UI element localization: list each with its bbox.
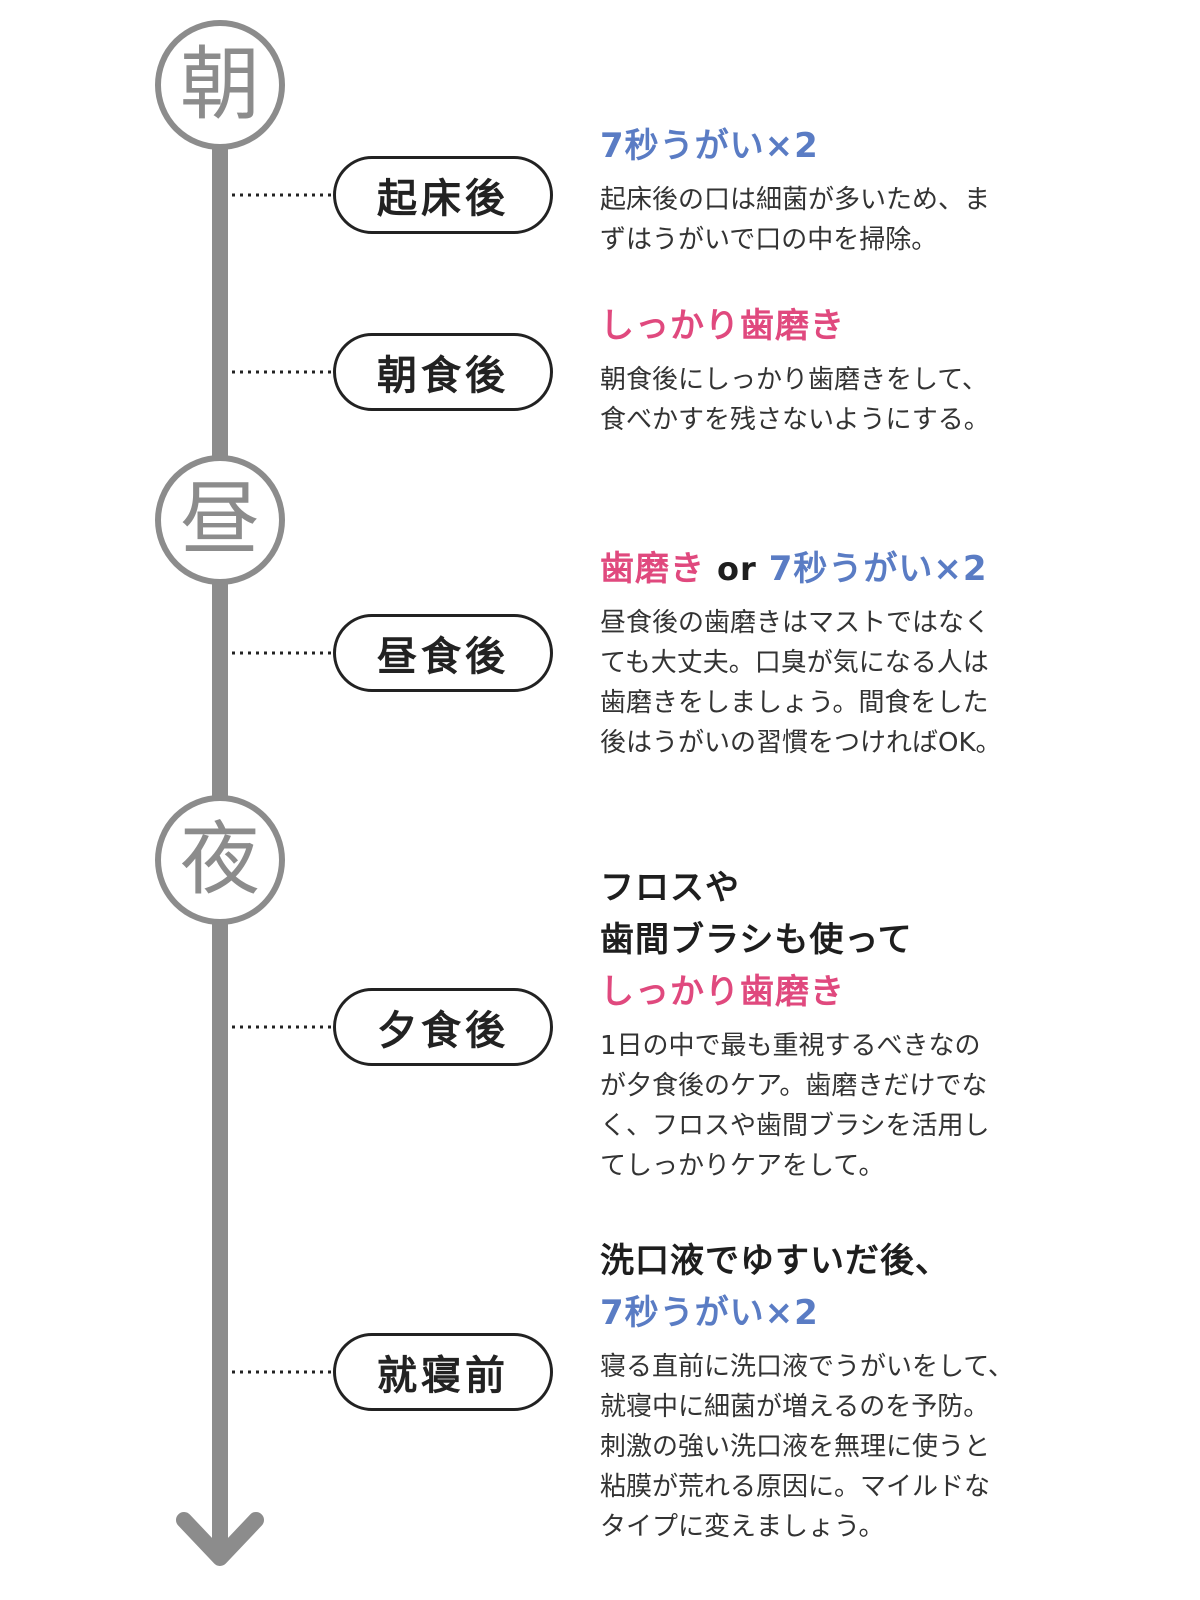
- entry-description: 1日の中で最も重視するべきなの が夕食後のケア。歯磨きだけでな く、フロスや歯間…: [600, 1031, 990, 1181]
- heading-line: 歯磨き or 7秒うがい×2: [600, 543, 1040, 595]
- heading-line: 7秒うがい×2: [600, 1287, 1040, 1339]
- entry-heading: フロスや歯間ブラシも使ってしっかり歯磨き: [600, 862, 1040, 1018]
- event-label-lunch: 昼食後: [377, 634, 509, 680]
- event-label-bedtime: 就寝前: [377, 1353, 509, 1399]
- heading-segment: or: [717, 550, 757, 588]
- heading-segment: 洗口液でゆすいだ後、: [600, 1241, 950, 1281]
- entry-heading: 7秒うがい×2: [600, 120, 1040, 172]
- heading-line: 歯間ブラシも使って: [600, 914, 1040, 966]
- entry-wake: 7秒うがい×2 起床後の口は細菌が多いため、ま ずはうがいで口の中を掃除。: [600, 120, 1040, 260]
- heading-segment: フロスや: [600, 868, 740, 908]
- heading-line: 7秒うがい×2: [600, 120, 1040, 172]
- entry-description: 起床後の口は細菌が多いため、ま ずはうがいで口の中を掃除。: [600, 185, 991, 255]
- heading-segment: しっかり歯磨き: [600, 972, 845, 1012]
- event-pill-lunch: 昼食後: [333, 614, 553, 692]
- period-night-circle: 夜: [155, 795, 285, 925]
- event-pill-wake: 起床後: [333, 156, 553, 234]
- entry-description: 寝る直前に洗口液でうがいをして、 就寝中に細菌が増えるのを予防。 刺激の強い洗口…: [600, 1352, 1014, 1542]
- period-noon-circle: 昼: [155, 455, 285, 585]
- entry-description: 朝食後にしっかり歯磨きをして、 食べかすを残さないようにする。: [600, 365, 990, 435]
- entry-heading: 洗口液でゆすいだ後、 7秒うがい×2: [600, 1235, 1040, 1339]
- heading-line: しっかり歯磨き: [600, 300, 1040, 352]
- entry-description: 昼食後の歯磨きはマストではなく ても大丈夫。口臭が気になる人は 歯磨きをしましょ…: [600, 608, 1002, 758]
- heading-segment: しっかり歯磨き: [600, 306, 845, 346]
- heading-segment: 歯磨き: [600, 549, 705, 589]
- event-pill-bedtime: 就寝前: [333, 1333, 553, 1411]
- event-label-wake: 起床後: [377, 176, 509, 222]
- period-morning-circle: 朝: [155, 20, 285, 150]
- heading-line: しっかり歯磨き: [600, 966, 1040, 1018]
- entry-bedtime: 洗口液でゆすいだ後、 7秒うがい×2 寝る直前に洗口液でうがいをして、 就寝中に細…: [600, 1235, 1040, 1547]
- heading-line: フロスや: [600, 862, 1040, 914]
- timeline-arrow-head: [176, 1512, 264, 1566]
- period-night-label: 夜: [180, 813, 260, 906]
- entry-heading: 歯磨き or 7秒うがい×2: [600, 543, 1040, 595]
- period-morning-label: 朝: [180, 38, 260, 131]
- event-label-breakfast: 朝食後: [377, 353, 509, 399]
- period-noon-label: 昼: [180, 473, 260, 566]
- event-pill-breakfast: 朝食後: [333, 333, 553, 411]
- heading-line: 洗口液でゆすいだ後、: [600, 1235, 1040, 1287]
- event-label-dinner: 夕食後: [377, 1008, 509, 1054]
- heading-segment: 7秒うがい×2: [768, 549, 988, 589]
- entry-lunch: 歯磨き or 7秒うがい×2 昼食後の歯磨きはマストではなく ても大丈夫。口臭が気に…: [600, 543, 1040, 763]
- heading-segment: 7秒うがい×2: [600, 1293, 819, 1333]
- heading-segment: 7秒うがい×2: [600, 126, 819, 166]
- heading-segment: 歯間ブラシも使って: [600, 920, 913, 960]
- entry-dinner: フロスや歯間ブラシも使ってしっかり歯磨き 1日の中で最も重視するべきなの が夕食…: [600, 862, 1040, 1186]
- entry-breakfast: しっかり歯磨き 朝食後にしっかり歯磨きをして、 食べかすを残さないようにする。: [600, 300, 1040, 440]
- event-pill-dinner: 夕食後: [333, 988, 553, 1066]
- entry-heading: しっかり歯磨き: [600, 300, 1040, 352]
